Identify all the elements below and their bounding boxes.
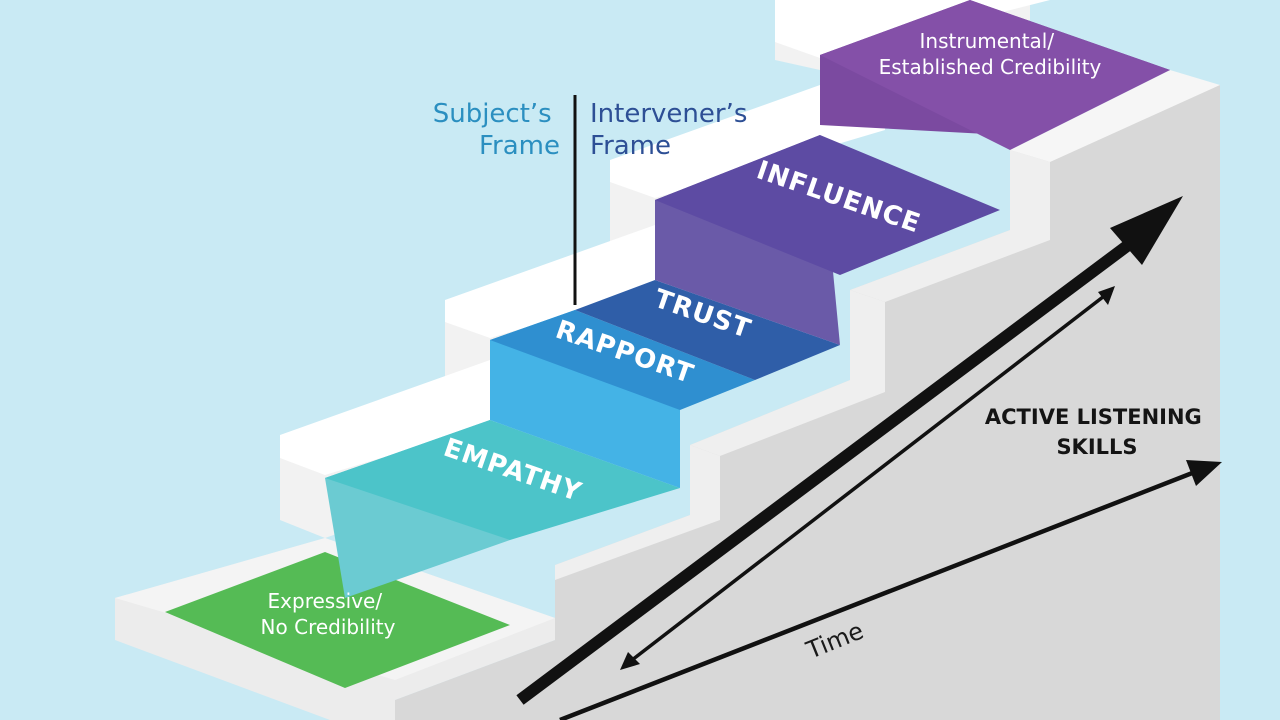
time-double-arrow	[620, 286, 1115, 670]
subject-frame-label: Subject’s Frame	[433, 99, 560, 161]
active-listening-label: ACTIVE LISTENING SKILLS	[985, 405, 1209, 459]
step-influence	[655, 135, 1000, 345]
step-trust	[575, 280, 840, 380]
base-step-label: Expressive/ No Credibility	[261, 589, 396, 639]
top-step-label: Instrumental/ Established Credibility	[879, 29, 1102, 79]
step-empathy	[325, 420, 680, 598]
time-baseline-arrow	[559, 460, 1222, 720]
step-rapport	[490, 310, 755, 488]
step-base	[165, 552, 510, 688]
intervener-frame-label: Intervener’s Frame	[590, 99, 756, 161]
step-top	[820, 0, 1170, 150]
skills-arrow	[516, 196, 1183, 705]
